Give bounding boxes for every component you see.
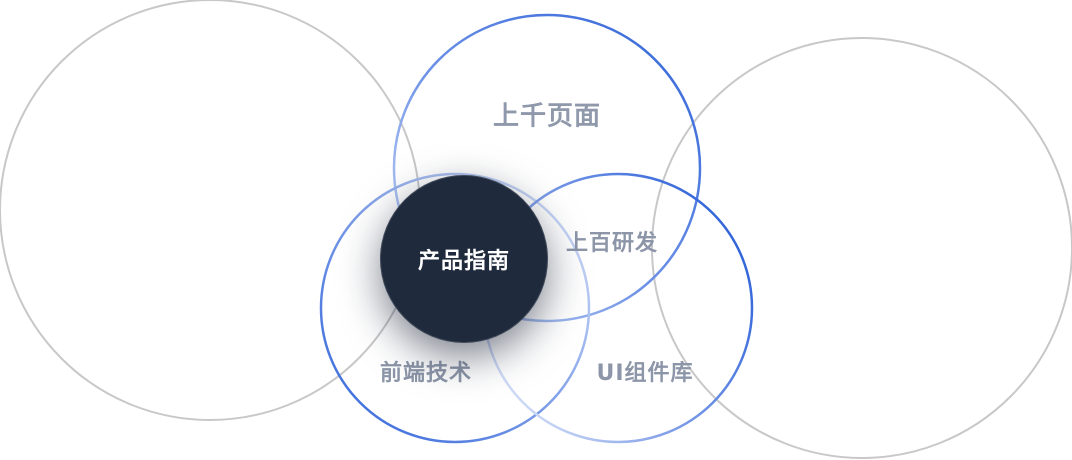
bottom-right-ring-label: UI组件库 [596, 361, 694, 386]
bottom-left-ring-label: 前端技术 [379, 361, 473, 386]
center-hub[interactable]: 产品指南 [380, 175, 548, 343]
right-gray-ring [651, 37, 1072, 459]
left-gray-ring [0, 0, 421, 421]
top-blue-ring [392, 13, 702, 323]
bottom-left-blue-ring [319, 172, 591, 444]
hub-label: 产品指南 [417, 249, 510, 274]
mid-label: 上百研发 [565, 231, 659, 256]
top-ring-label: 上千页面 [492, 101, 602, 132]
